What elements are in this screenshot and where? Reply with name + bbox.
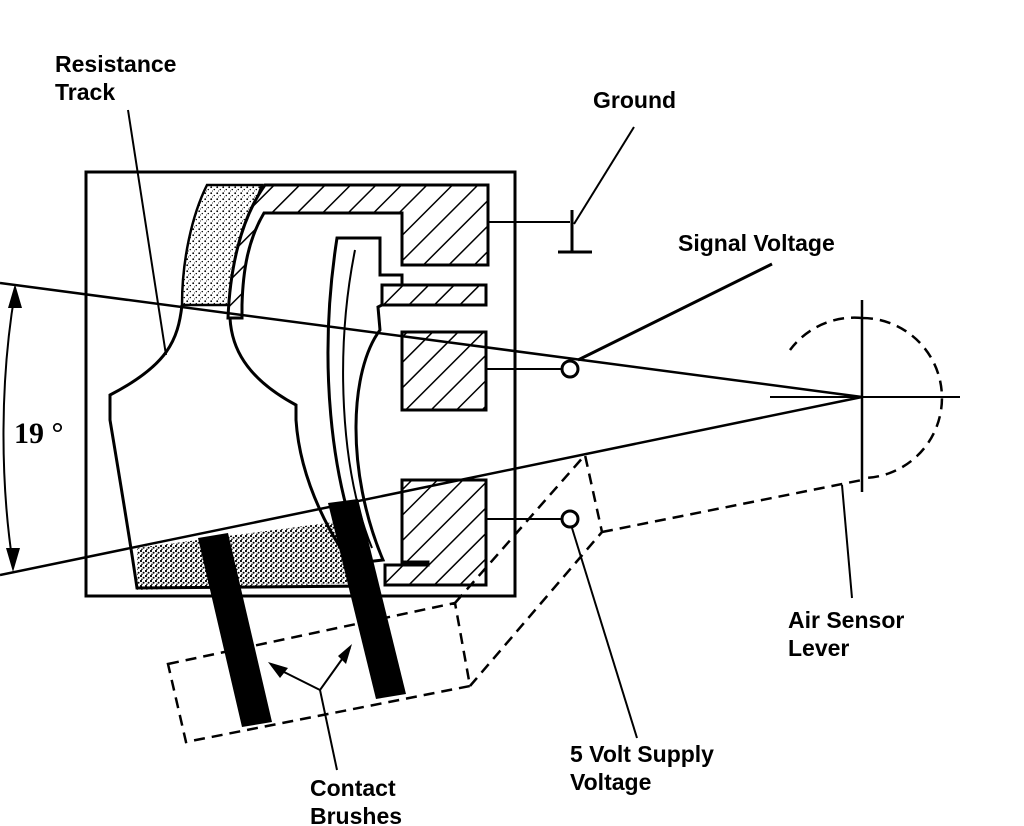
- resistance-track-body: [108, 304, 372, 590]
- supply-voltage-label-line2: Voltage: [570, 769, 651, 795]
- brushes-leader-stem: [319, 689, 338, 771]
- brushes-arrow-right: [338, 644, 352, 664]
- ground-label: Ground: [593, 87, 676, 113]
- brush-carrier: [166, 601, 472, 744]
- air-sensor-label-line1: Air Sensor: [788, 607, 904, 633]
- resistance-track-lower: [137, 520, 368, 590]
- contact-brushes-label-line1: Contact: [310, 775, 396, 801]
- air-sensor-leader: [841, 484, 853, 599]
- angle-arc: [2, 291, 16, 566]
- angle-arrow-top: [8, 284, 22, 308]
- signal-terminal: [560, 359, 580, 379]
- angle-line-lower: [0, 395, 863, 577]
- contact-brush-right: [328, 499, 406, 699]
- signal-conductor-block: [400, 330, 488, 412]
- angle-arrow-bottom: [6, 548, 20, 572]
- signal-conductor-strip: [380, 283, 488, 307]
- housing-outline: [84, 170, 517, 598]
- contact-brush-left: [198, 533, 272, 727]
- angle-line-upper: [0, 281, 863, 399]
- contact-brushes-label-line2: Brushes: [310, 803, 402, 826]
- pivot-circle: [788, 316, 944, 480]
- signal-leader: [577, 262, 773, 362]
- supply-leader: [571, 527, 638, 739]
- ground-conductor: [226, 183, 490, 320]
- supply-voltage-label-line1: 5 Volt Supply: [570, 741, 714, 767]
- resistance-track-label-line1: Resistance: [55, 51, 176, 77]
- collector-ring: [326, 236, 404, 564]
- resistance-track-label-line2: Track: [55, 79, 115, 105]
- ground-leader: [573, 126, 635, 225]
- signal-voltage-label: Signal Voltage: [678, 230, 835, 256]
- air-sensor-lever-arm: [454, 452, 604, 687]
- angle-label: 19 °: [14, 417, 64, 450]
- supply-terminal: [560, 509, 580, 529]
- lever-arm-lower-edge: [601, 478, 863, 534]
- supply-conductor: [383, 478, 488, 587]
- resistance-track-leader: [127, 109, 167, 356]
- brushes-arrow-left: [268, 662, 288, 678]
- air-sensor-label-line2: Lever: [788, 635, 849, 661]
